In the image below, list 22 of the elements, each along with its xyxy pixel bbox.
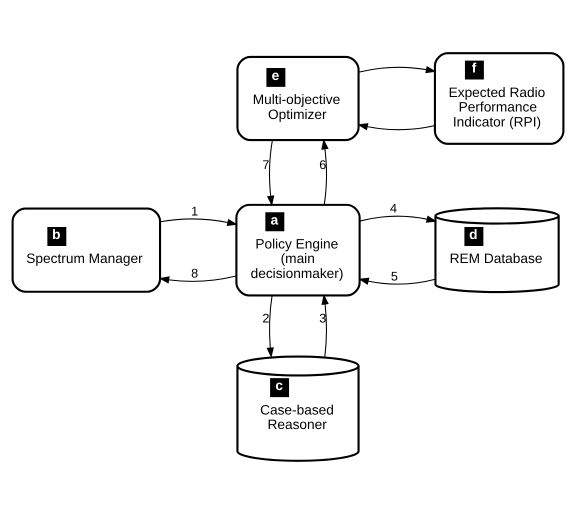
arrow [266, 296, 274, 358]
arrow [360, 216, 437, 223]
arrow [158, 275, 236, 284]
arrow [357, 123, 435, 130]
edge-label: 4 [390, 202, 397, 216]
node-box: e Multi-objective Optimizer [236, 56, 360, 142]
edge-label: 5 [390, 270, 398, 284]
edge-label: 8 [191, 266, 198, 281]
edge-label: 6 [319, 158, 326, 172]
edge-label: 2 [262, 311, 270, 326]
arrow [266, 140, 274, 206]
edge-label: 3 [319, 312, 326, 326]
arrow [321, 294, 329, 357]
arrow [321, 138, 329, 205]
node-box: a Policy Engine (main decisionmaker) [235, 204, 361, 296]
edge-label: 1 [191, 204, 198, 218]
arrow [160, 218, 238, 226]
edge-label: 7 [262, 158, 270, 172]
arrow [358, 278, 436, 285]
arrow [358, 66, 436, 74]
node-box: b Spectrum Manager [12, 208, 162, 293]
node-box: f Expected Radio Performance Indicator (RPI) [434, 52, 564, 145]
